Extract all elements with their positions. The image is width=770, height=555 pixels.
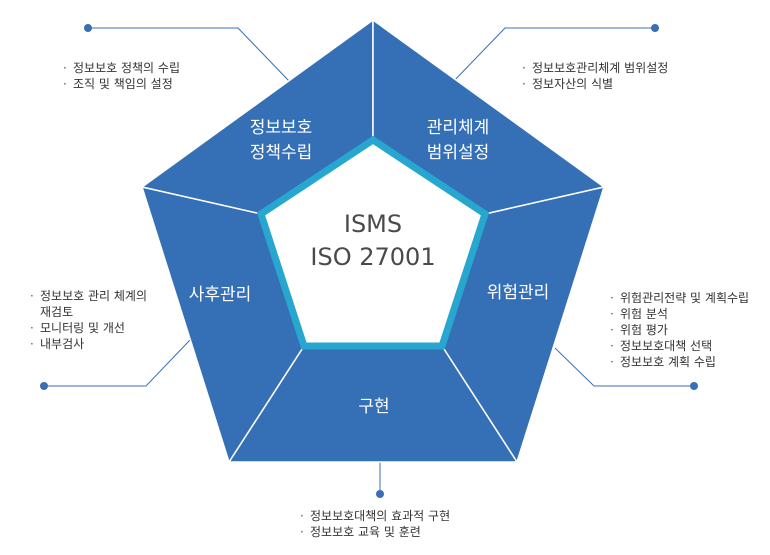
note-item: 정보보호 정책의 수립 [63,60,180,76]
note-item: 정보보호 교육 및 훈련 [300,524,450,540]
sector-label-policy-line2: 정책수립 [250,143,313,163]
connector-dot-top-right [651,24,659,32]
sector-label-policy-line1: 정보보호 [250,118,313,138]
connector-right [554,347,694,387]
note-item: 모니터링 및 개선 [30,320,147,336]
sector-label-followup: 사후관리 [189,285,252,305]
note-item: 위험 분석 [610,306,749,322]
note-item: 정보보호관리체계 범위설정 [522,60,668,76]
note-item: 정보보호 계획 수립 [610,354,749,370]
note-item: 조직 및 책임의 설정 [63,76,180,92]
note-policy: 정보보호 정책의 수립 조직 및 책임의 설정 [63,60,180,92]
sector-label-risk: 위험관리 [487,283,550,303]
sector-label-scope-line1: 관리체계 [427,118,490,138]
note-item: 정보보호대책의 효과적 구현 [300,508,450,524]
note-item-continued: 재검토 [40,305,74,319]
note-risk: 위험관리전략 및 계획수립 위험 분석 위험 평가 정보보호대책 선택 정보보호… [610,290,749,370]
note-item: 위험 평가 [610,322,749,338]
connector-lines [40,24,698,498]
connector-dot-top-left [84,24,92,32]
sector-label-implement: 구현 [358,397,389,417]
sector-label-scope-line2: 범위설정 [427,143,490,163]
note-item: 정보보호 관리 체계의 [30,288,147,304]
note-item: 위험관리전략 및 계획수립 [610,290,749,306]
note-implement: 정보보호대책의 효과적 구현 정보보호 교육 및 훈련 [300,508,450,540]
note-item: 정보보호대책 선택 [610,338,749,354]
center-label-iso: ISO 27001 [310,243,435,271]
connector-top-right [449,27,655,86]
connector-dot-left [40,382,48,390]
note-scope: 정보보호관리체계 범위설정 정보자산의 식별 [522,60,668,92]
connector-dot-right [690,382,698,390]
inner-pentagon [256,135,490,350]
connector-top-left [88,27,291,83]
note-followup: 정보보호 관리 체계의 재검토 모니터링 및 개선 내부검사 [30,288,147,352]
outer-pentagon [140,18,606,464]
center-label-isms: ISMS [344,210,402,238]
connector-left [44,339,191,387]
note-item: 내부검사 [30,336,147,352]
note-item: 정보자산의 식별 [522,76,668,92]
connector-dot-bottom [376,490,384,498]
